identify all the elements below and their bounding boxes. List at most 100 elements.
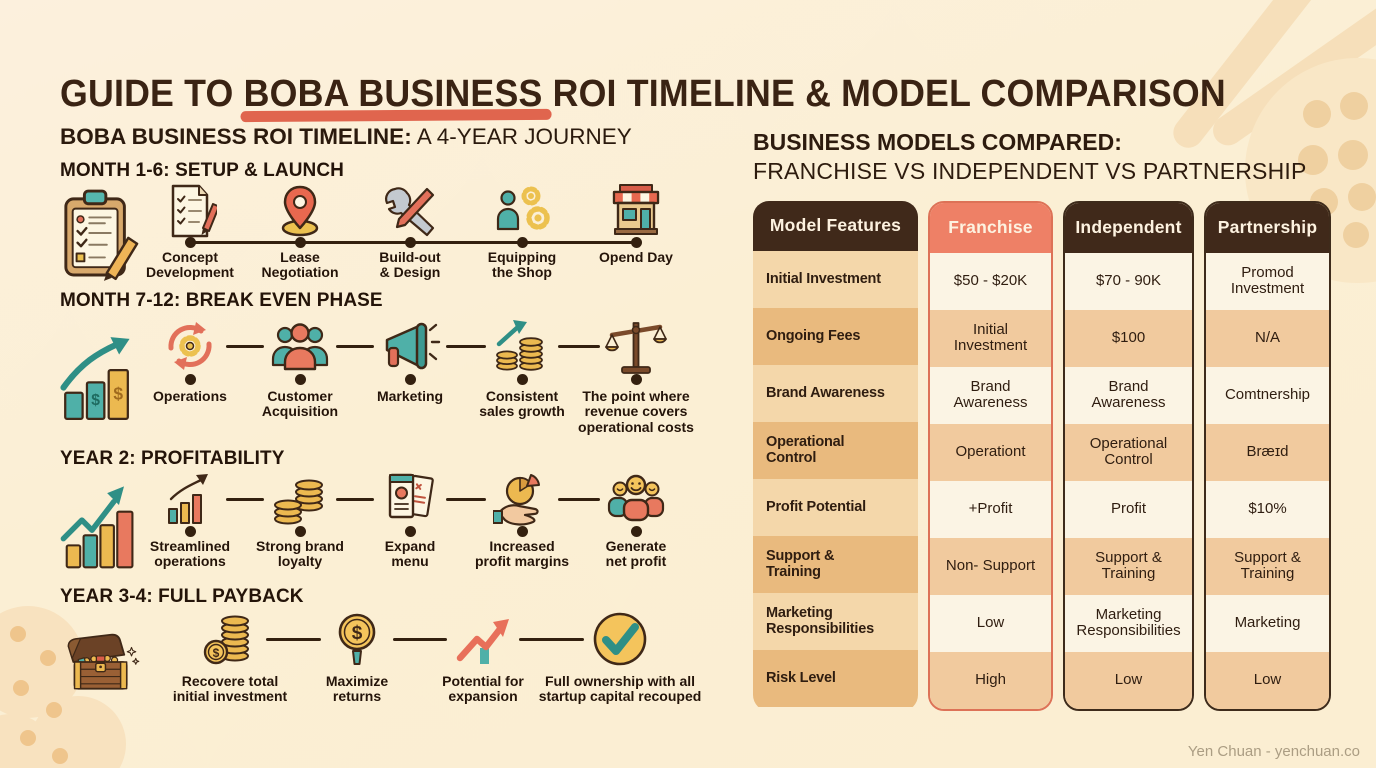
step-label: The point where revenue covers operation… — [578, 388, 694, 435]
comparison-cell: Brand Awareness — [753, 364, 918, 422]
timeline-connector — [393, 637, 447, 641]
timeline-dot — [294, 526, 306, 537]
timeline-connector — [446, 344, 486, 348]
author-credit: Yen Chuan - yenchuan.co — [1187, 743, 1360, 760]
timeline-connector — [226, 497, 264, 501]
phase-title: YEAR 3-4: FULL PAYBACK — [60, 586, 304, 607]
boba-pearl-decoration — [1348, 183, 1376, 211]
comparison-cell: Promod Investment — [1206, 252, 1329, 310]
comparison-cell: Low — [1065, 651, 1192, 709]
timeline-heading-bold: BOBA BUSINESS ROI TIMELINE: — [60, 124, 412, 149]
boba-pearl-decoration — [1303, 100, 1331, 128]
phase-title: YEAR 2: PROFITABILITY — [60, 448, 285, 469]
comparison-heading-regular: FRANCHISE VS INDEPENDENT VS PARTNERSHIP — [753, 158, 1307, 185]
comparison-cell: High — [930, 651, 1051, 709]
phase-body: $Recovere total initial investment$Maxim… — [60, 612, 715, 712]
coin-stacks-icon — [267, 469, 333, 529]
timeline-dot — [294, 374, 306, 385]
comparison-cell: $10% — [1206, 480, 1329, 538]
timeline-dot — [630, 526, 642, 537]
comparison-cell: Operational Control — [753, 421, 918, 479]
column-header: Partnership — [1206, 202, 1329, 253]
pearl-dot-decoration — [20, 730, 36, 746]
svg-text:$: $ — [213, 646, 220, 660]
timeline-connector — [558, 497, 600, 501]
step-label: Streamlined operations — [149, 538, 231, 570]
people-group-icon — [267, 316, 333, 376]
growth-bars-icon: $$ — [60, 316, 140, 440]
timeline-connector — [336, 497, 374, 501]
pearl-dot-decoration — [13, 680, 29, 696]
boba-pearl-decoration — [1298, 145, 1328, 175]
step-label: Marketing — [376, 388, 444, 404]
timeline-connector — [558, 344, 600, 348]
timeline-dot — [404, 526, 416, 537]
timeline-steps: $Recovere total initial investment$Maxim… — [145, 612, 715, 712]
hand-pie-icon — [489, 469, 555, 529]
svg-text:$: $ — [113, 384, 123, 404]
clipboard-checklist-icon — [60, 186, 140, 282]
timeline-dot — [630, 237, 642, 248]
comparison-cell: Initial Investment — [930, 309, 1051, 367]
timeline-steps: Streamlined operations Strong brand loyal… — [145, 473, 715, 578]
document-pencil-icon — [157, 181, 223, 241]
timeline-dot — [630, 374, 642, 385]
comparison-cell: Low — [1206, 651, 1329, 709]
comparison-cell: Marketing Responsibilities — [753, 592, 918, 650]
timeline-dot — [404, 237, 416, 248]
check-circle-icon — [587, 609, 653, 669]
step-label: Concept Development — [146, 249, 234, 281]
comparison-cell: $100 — [1065, 309, 1192, 367]
timeline-connector — [446, 497, 486, 501]
timeline-dot — [184, 526, 196, 537]
step-label: Increased profit margins — [474, 538, 570, 570]
comparison-cell: Risk Level — [753, 649, 918, 707]
column-header: Independent — [1065, 202, 1192, 253]
boba-pearl-decoration — [1338, 140, 1368, 170]
comparison-heading: BUSINESS MODELS COMPARED: FRANCHISE VS I… — [753, 128, 1333, 187]
title-pre: GUIDE TO — [60, 73, 244, 116]
step-label: Strong brand loyalty — [256, 538, 344, 570]
timeline-phase: MONTH 1-6: SETUP & LAUNCH Concept Develop… — [60, 160, 715, 282]
phase-title: MONTH 1-6: SETUP & LAUNCH — [60, 160, 344, 181]
step-label: Lease Negotiation — [261, 249, 339, 281]
phase-body: Streamlined operations Strong brand loyal… — [60, 473, 715, 578]
step-label: Equipping the Shop — [487, 249, 557, 281]
timeline-dot — [184, 374, 196, 385]
coins-growth-icon — [489, 316, 555, 376]
column-header: Model Features — [753, 200, 918, 251]
roi-timeline-section: BOBA BUSINESS ROI TIMELINE: A 4-YEAR JOU… — [60, 124, 715, 712]
timeline-dot — [516, 526, 528, 537]
timeline-dot — [184, 237, 196, 248]
step-label: Customer Acquisition — [261, 388, 339, 420]
happy-customers-icon — [603, 469, 669, 529]
step-label: Potential for expansion — [442, 673, 524, 705]
menu-cards-icon — [377, 469, 443, 529]
comparison-cell: Non- Support — [930, 537, 1051, 595]
tools-icon — [377, 181, 443, 241]
comparison-cell: Ongoing Fees — [753, 307, 918, 365]
svg-text:$: $ — [91, 392, 100, 409]
column-header: Franchise — [930, 202, 1051, 253]
phase-title: MONTH 7-12: BREAK EVEN PHASE — [60, 290, 383, 311]
step-label: Opend Day — [599, 249, 673, 265]
comparison-cell: $50 - $20K — [930, 252, 1051, 310]
timeline-heading-regular: A 4-YEAR JOURNEY — [411, 124, 632, 149]
step-label: Consistent sales growth — [479, 388, 565, 420]
timeline-phase: YEAR 3-4: FULL PAYBACK $Recovere total in… — [60, 586, 715, 712]
boba-pearl-decoration — [1343, 222, 1369, 248]
pearl-dot-decoration — [40, 650, 56, 666]
timeline-phase: MONTH 7-12: BREAK EVEN PHASE$$Operations… — [60, 290, 715, 440]
comparison-cell: Profit Potential — [753, 478, 918, 536]
timeline-dot — [516, 237, 528, 248]
svg-text:$: $ — [352, 623, 363, 644]
comparison-cell: Support & Training — [753, 535, 918, 593]
timeline-heading: BOBA BUSINESS ROI TIMELINE: A 4-YEAR JOU… — [60, 124, 715, 150]
comparison-cell: Profit — [1065, 480, 1192, 538]
